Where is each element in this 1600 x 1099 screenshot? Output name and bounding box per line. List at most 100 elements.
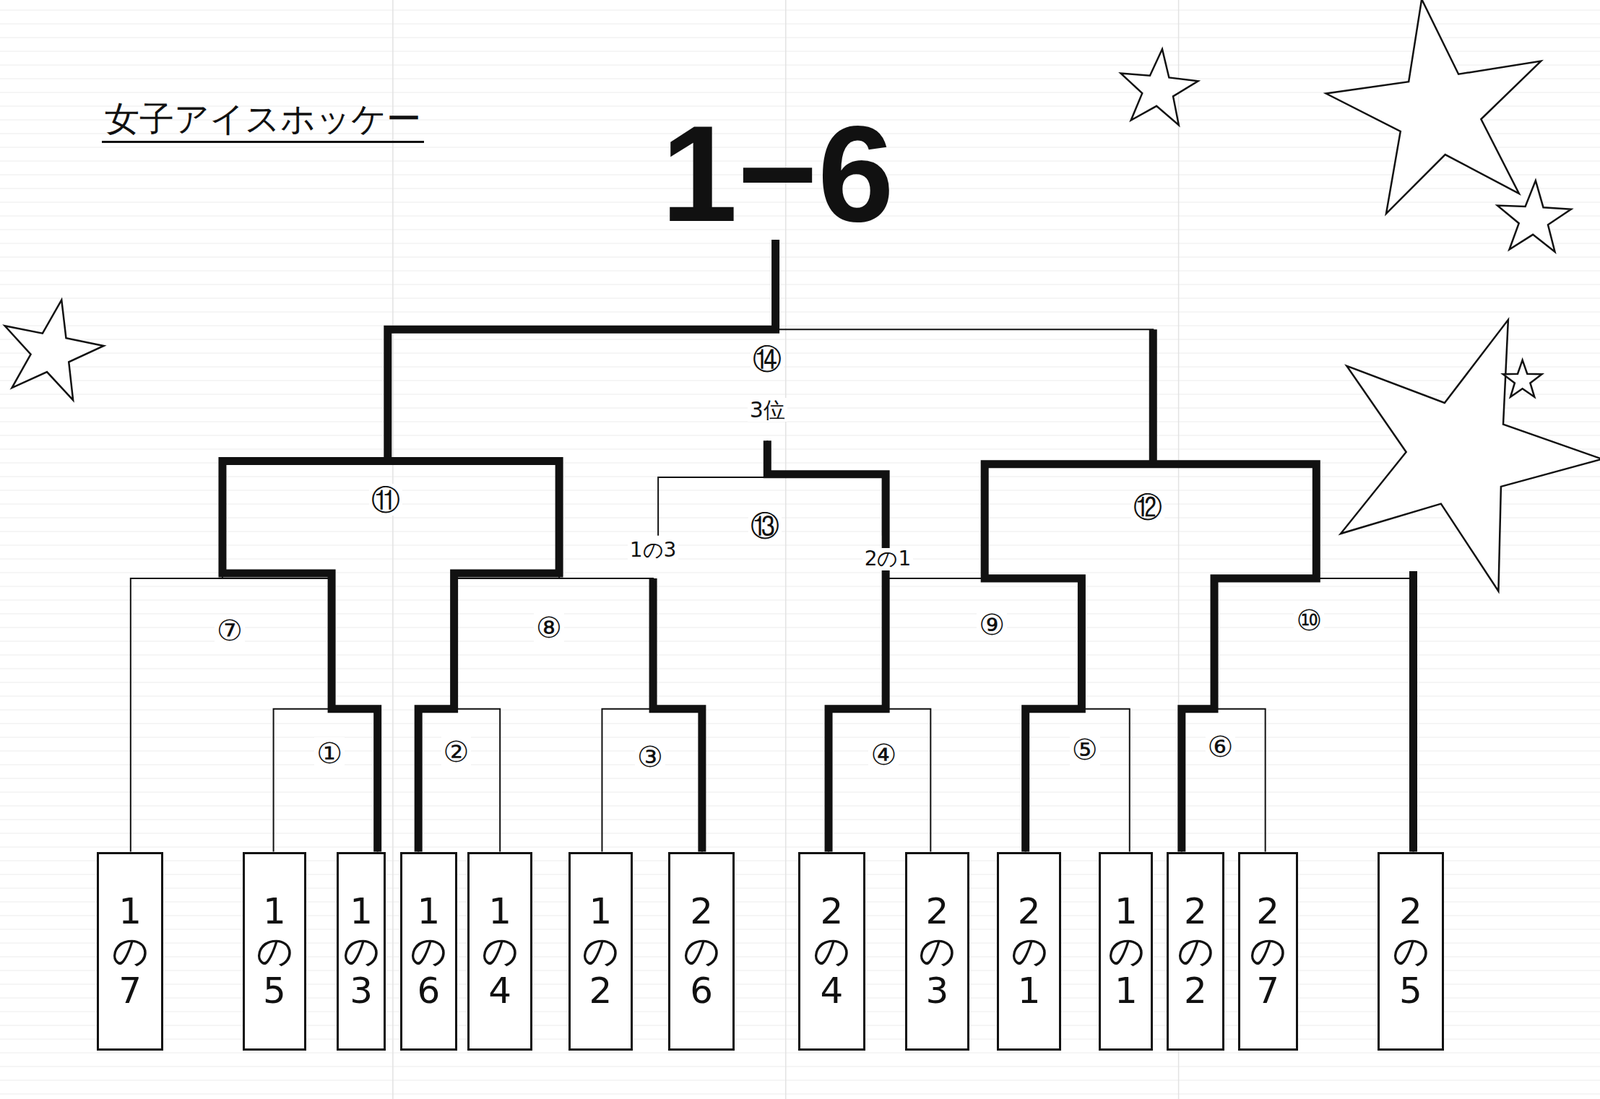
bracket-line <box>984 464 1317 579</box>
match-number: ④ <box>868 738 899 771</box>
grid-line <box>0 51 1600 53</box>
team-name: 1の5 <box>256 892 293 1012</box>
match-line <box>1025 709 1130 853</box>
grid-line <box>0 545 1600 547</box>
grid-line <box>0 819 1600 821</box>
grid-line <box>0 325 1600 327</box>
match-number: ⑩ <box>1293 604 1325 637</box>
team-box: 1の2 <box>568 852 633 1052</box>
team-box: 2の3 <box>905 852 970 1052</box>
star-outline <box>5 299 105 401</box>
grid-line <box>0 586 1600 588</box>
slot-note: 3位 <box>747 398 788 422</box>
grid-line <box>0 682 1600 684</box>
grid-line <box>0 1094 1600 1096</box>
star-outline <box>1340 320 1600 592</box>
grid-line <box>0 10 1600 11</box>
grid-line <box>0 23 1600 25</box>
star-decorations <box>5 0 1600 592</box>
match-number: ⑥ <box>1205 731 1236 763</box>
team-name: 2の5 <box>1392 892 1429 1012</box>
winner-line <box>1149 329 1158 464</box>
grid-line <box>0 806 1600 807</box>
grid-line <box>0 435 1600 437</box>
grid-line <box>0 504 1600 505</box>
grid-line <box>0 37 1600 39</box>
match-line <box>601 709 702 853</box>
team-box: 2の1 <box>996 852 1062 1052</box>
team-box: 2の4 <box>798 852 866 1052</box>
slot-note: 1の3 <box>627 539 680 562</box>
match-line <box>828 709 931 853</box>
grid-line <box>0 353 1600 354</box>
grid-line <box>0 751 1600 752</box>
team-name: 2の4 <box>813 892 850 1012</box>
grid-line <box>0 600 1600 601</box>
grid-line <box>0 298 1600 300</box>
team-name: 1の7 <box>111 892 149 1012</box>
match-line <box>418 709 500 853</box>
grid-line <box>0 833 1600 835</box>
winner-line <box>387 239 776 462</box>
match-number: ⑬ <box>748 509 782 542</box>
team-box: 1の7 <box>96 852 164 1052</box>
grid-line <box>0 78 1600 80</box>
grid-line <box>0 764 1600 766</box>
match-number: ① <box>314 737 345 770</box>
page-title: 女子アイスホッケー <box>101 98 425 144</box>
team-name: 2の2 <box>1177 892 1214 1012</box>
team-box: 1の3 <box>336 852 386 1052</box>
score-text: 1−6 <box>658 98 896 250</box>
grid-line <box>0 1053 1600 1054</box>
winner-line <box>767 440 886 852</box>
grid-line <box>0 408 1600 409</box>
grid-line <box>392 0 394 1099</box>
bracket-line <box>1214 578 1413 853</box>
match-line <box>1181 709 1266 853</box>
grid-line <box>0 394 1600 396</box>
grid-line <box>0 339 1600 341</box>
match-line <box>273 709 378 853</box>
grid-line <box>0 531 1600 533</box>
grid-line <box>0 696 1600 698</box>
grid-line <box>0 847 1600 849</box>
team-name: 2の3 <box>918 892 955 1012</box>
bracket-line <box>885 578 1082 710</box>
team-box: 2の5 <box>1377 852 1444 1052</box>
team-name: 2の6 <box>683 892 720 1012</box>
star-outline <box>1326 0 1542 214</box>
grid-line <box>0 1066 1600 1068</box>
grid-line <box>0 490 1600 492</box>
match-number: ⑨ <box>976 608 1007 641</box>
team-box: 2の6 <box>668 852 735 1052</box>
grid-line <box>0 449 1600 451</box>
grid-line <box>0 421 1600 423</box>
grid-line <box>0 737 1600 739</box>
bracket-line <box>222 464 560 579</box>
match-number: ⑧ <box>533 611 565 644</box>
star-outline <box>1503 360 1543 398</box>
team-name: 2の7 <box>1249 892 1286 1012</box>
match-number: ⑭ <box>750 343 784 375</box>
match-number: ⑫ <box>1131 491 1165 523</box>
team-box: 2の7 <box>1238 852 1299 1052</box>
team-name: 1の6 <box>410 892 447 1012</box>
grid-line <box>0 65 1600 66</box>
team-box: 2の2 <box>1166 852 1226 1052</box>
star-outline <box>1497 180 1572 253</box>
bracket-line <box>454 578 654 710</box>
team-box: 1の1 <box>1098 852 1153 1052</box>
grid-line <box>0 284 1600 286</box>
star-outline <box>1121 49 1199 125</box>
match-number: ⑦ <box>214 614 245 647</box>
grid-line <box>0 655 1600 656</box>
match-number: ⑤ <box>1069 733 1101 766</box>
team-name: 2の1 <box>1011 892 1048 1012</box>
grid-line <box>0 668 1600 670</box>
bracket-lines <box>130 239 1414 853</box>
grid-line <box>0 1080 1600 1082</box>
grid-line <box>0 257 1600 258</box>
grid-line <box>0 792 1600 794</box>
